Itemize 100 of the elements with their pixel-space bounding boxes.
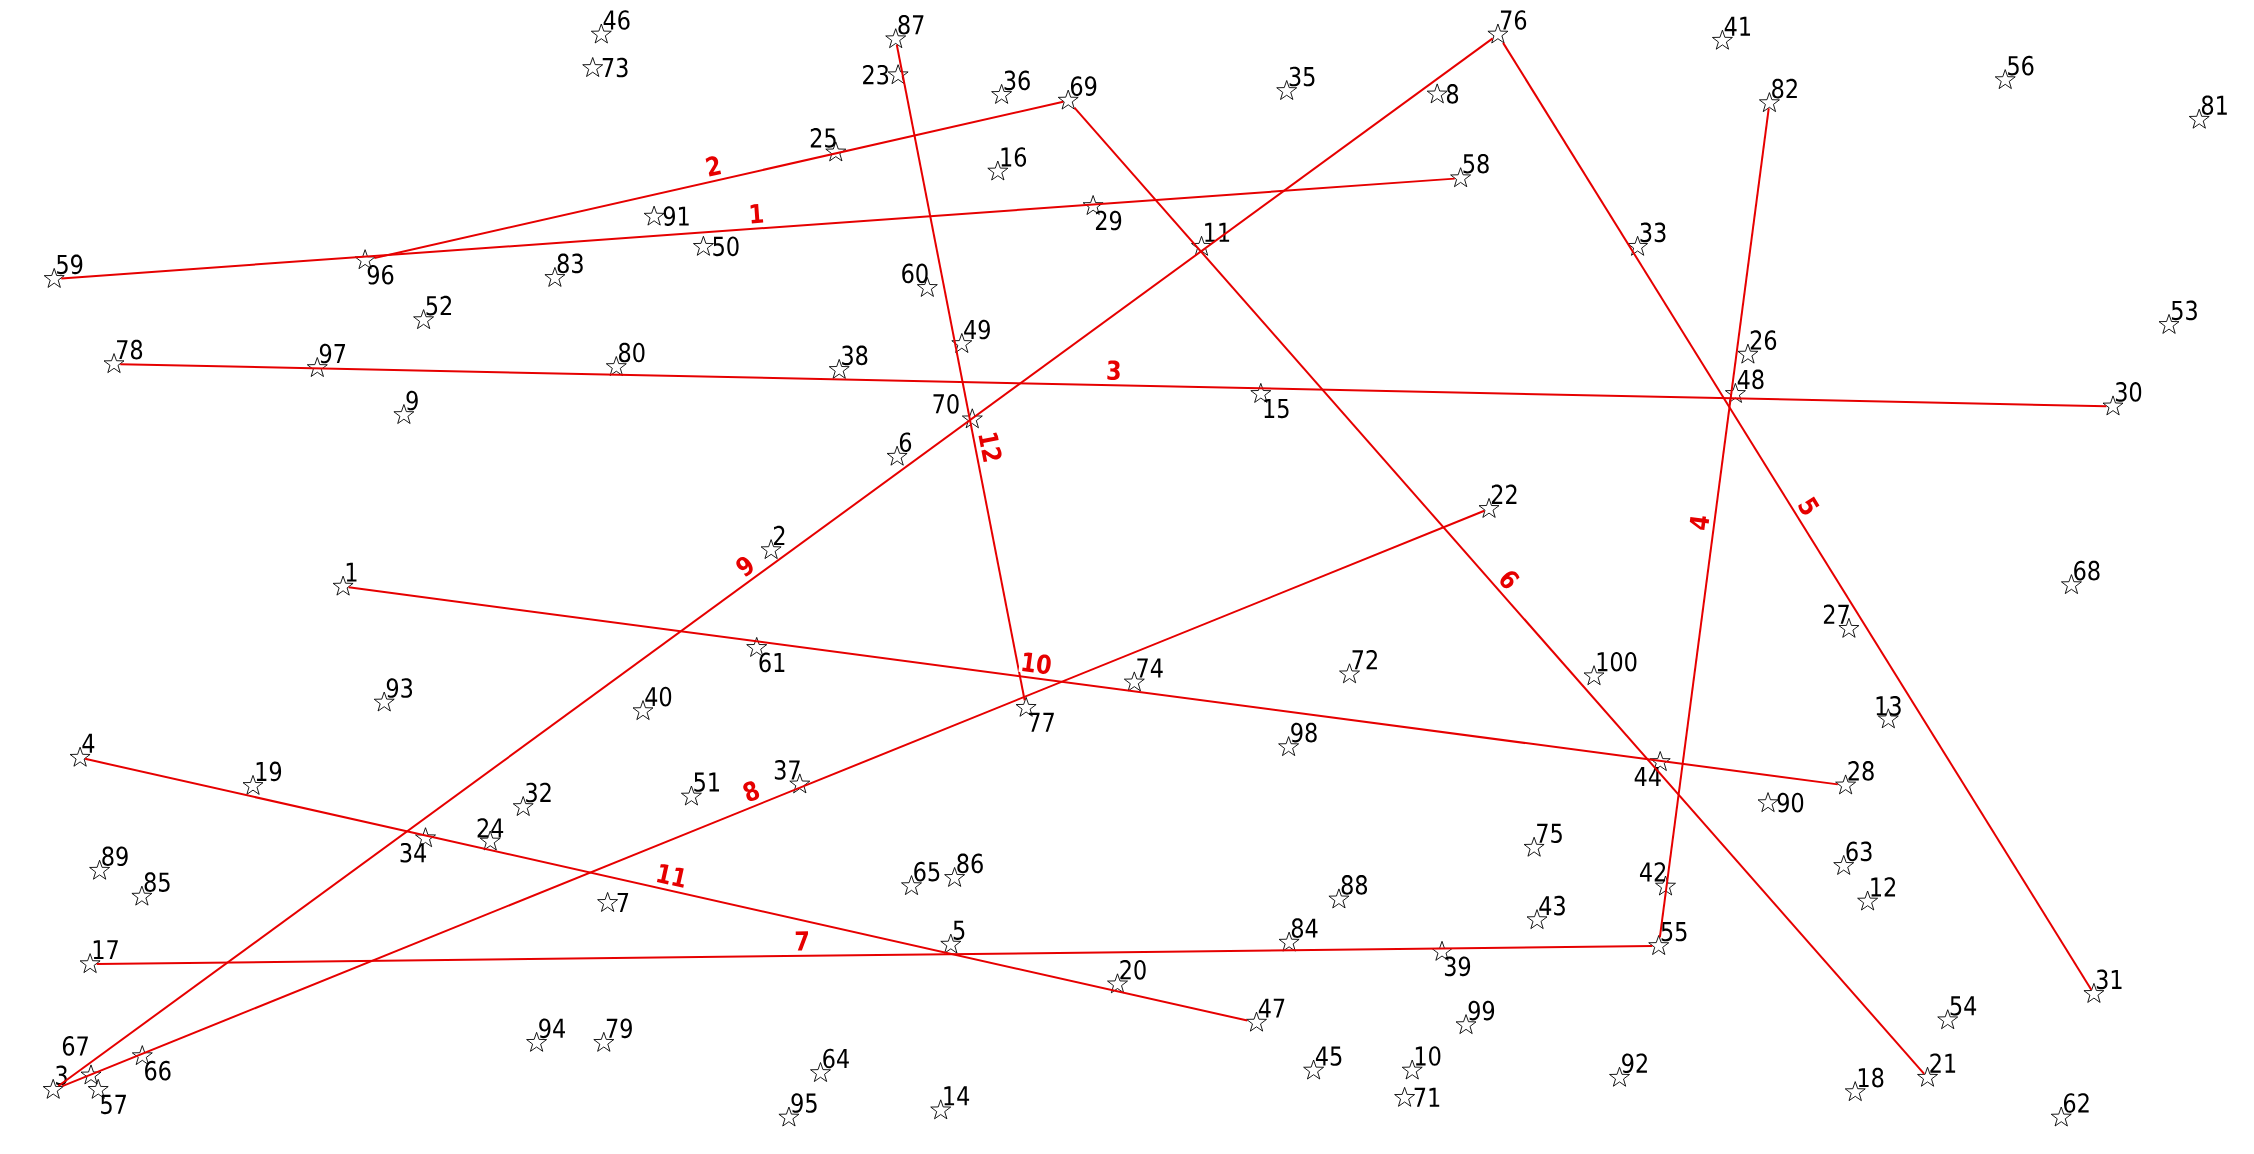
connecting-line: [119, 363, 2108, 408]
point-number: 90: [1777, 792, 1804, 813]
point-number: 34: [400, 842, 427, 863]
point-number: 6: [899, 432, 912, 453]
point-number: 98: [1291, 722, 1317, 743]
point-number: 99: [1468, 1000, 1495, 1021]
edge-label: 1: [746, 202, 766, 225]
point-number: 89: [102, 846, 128, 867]
point-number: 85: [144, 872, 170, 892]
connecting-line: [60, 177, 1456, 280]
point-number: 60: [902, 263, 928, 284]
point-number: 75: [1537, 823, 1562, 844]
point-number: 50: [713, 236, 739, 257]
point-number: 31: [2096, 969, 2122, 990]
edge-label: 6: [1495, 565, 1524, 594]
point-number: 96: [367, 264, 394, 285]
point-number: 27: [1823, 604, 1849, 624]
connecting-line: [895, 43, 1026, 702]
point-number: 39: [1444, 956, 1471, 977]
point-number: 86: [957, 853, 983, 874]
point-number: 37: [774, 760, 800, 780]
point-number: 48: [1737, 369, 1764, 390]
point-number: 25: [810, 128, 836, 148]
point-number: 33: [1640, 222, 1666, 243]
point-number: 53: [2171, 300, 2197, 321]
point-number: 49: [964, 319, 990, 340]
point-number: 8: [1446, 84, 1459, 104]
edge-label: 2: [702, 153, 725, 179]
point-number: 20: [1120, 960, 1146, 980]
point-number: 54: [1950, 996, 1977, 1016]
point-number: 1: [346, 562, 357, 582]
edge-label: 7: [793, 930, 811, 952]
edge-label: 8: [738, 777, 764, 805]
point-number: 44: [1634, 767, 1661, 786]
point-number: 74: [1137, 658, 1163, 678]
connecting-line: [95, 945, 1654, 966]
point-number: 21: [1930, 1053, 1956, 1073]
point-number: 73: [602, 57, 628, 78]
point-number: 100: [1597, 651, 1637, 672]
point-number: 4: [82, 733, 95, 753]
point-number: 61: [759, 652, 785, 673]
point-number: 40: [645, 686, 672, 707]
point-number: 42: [1639, 862, 1666, 882]
edge-label: 3: [1104, 359, 1123, 382]
point-number: 35: [1289, 66, 1315, 87]
point-number: 15: [1264, 398, 1289, 419]
point-number: 57: [101, 1094, 126, 1115]
edge-label: 10: [1018, 650, 1055, 677]
point-number: 68: [2074, 560, 2100, 581]
point-number: 59: [57, 254, 83, 275]
connecting-line: [1073, 106, 1926, 1075]
connecting-line: [84, 757, 1249, 1022]
point-number: 13: [1876, 696, 1901, 716]
edge-label: 11: [653, 861, 691, 890]
point-number: 30: [2115, 382, 2142, 402]
point-number: 80: [619, 342, 645, 363]
point-number: 36: [1004, 70, 1030, 91]
point-number: 52: [426, 295, 451, 316]
point-number: 22: [1491, 484, 1517, 504]
point-number: 18: [1858, 1067, 1884, 1088]
point-number: 93: [386, 678, 413, 698]
point-number: 43: [1539, 895, 1565, 916]
point-number: 47: [1258, 998, 1285, 1018]
point-number: 11: [1205, 222, 1230, 242]
point-number: 97: [319, 343, 346, 364]
point-number: 55: [1661, 922, 1687, 942]
point-number: 51: [694, 772, 719, 792]
edge-label: 4: [1687, 512, 1711, 533]
point-number: 17: [93, 940, 118, 960]
point-number: 77: [1029, 712, 1054, 732]
edge-label: 5: [1794, 493, 1823, 520]
connecting-line: [347, 586, 1839, 786]
connecting-line: [57, 37, 1494, 1087]
point-number: 78: [117, 339, 143, 360]
point-number: 83: [557, 253, 583, 274]
point-number: 9: [406, 390, 418, 411]
point-number: 69: [1071, 76, 1097, 96]
point-number: 23: [863, 64, 889, 85]
point-number: 58: [1463, 153, 1489, 174]
point-number: 81: [2201, 95, 2227, 116]
point-number: 28: [1848, 761, 1874, 781]
point-number: 71: [1414, 1087, 1440, 1107]
point-number: 67: [62, 1036, 88, 1056]
point-number: 12: [1871, 877, 1896, 897]
point-number: 24: [477, 818, 504, 838]
point-number: 16: [1001, 147, 1027, 167]
point-number: 63: [1846, 841, 1872, 862]
point-number: 70: [933, 394, 959, 414]
point-number: 65: [914, 861, 940, 882]
point-number: 64: [823, 1048, 849, 1069]
point-number: 46: [603, 10, 630, 30]
point-number: 72: [1352, 650, 1377, 670]
point-number: 56: [2008, 55, 2034, 76]
point-number: 82: [1772, 78, 1797, 99]
point-number: 84: [1291, 918, 1318, 938]
point-number: 7: [617, 892, 629, 912]
connecting-line: [1658, 107, 1770, 939]
point-number: 5: [953, 920, 965, 940]
connecting-line: [61, 509, 1486, 1088]
point-number: 41: [1724, 16, 1750, 36]
